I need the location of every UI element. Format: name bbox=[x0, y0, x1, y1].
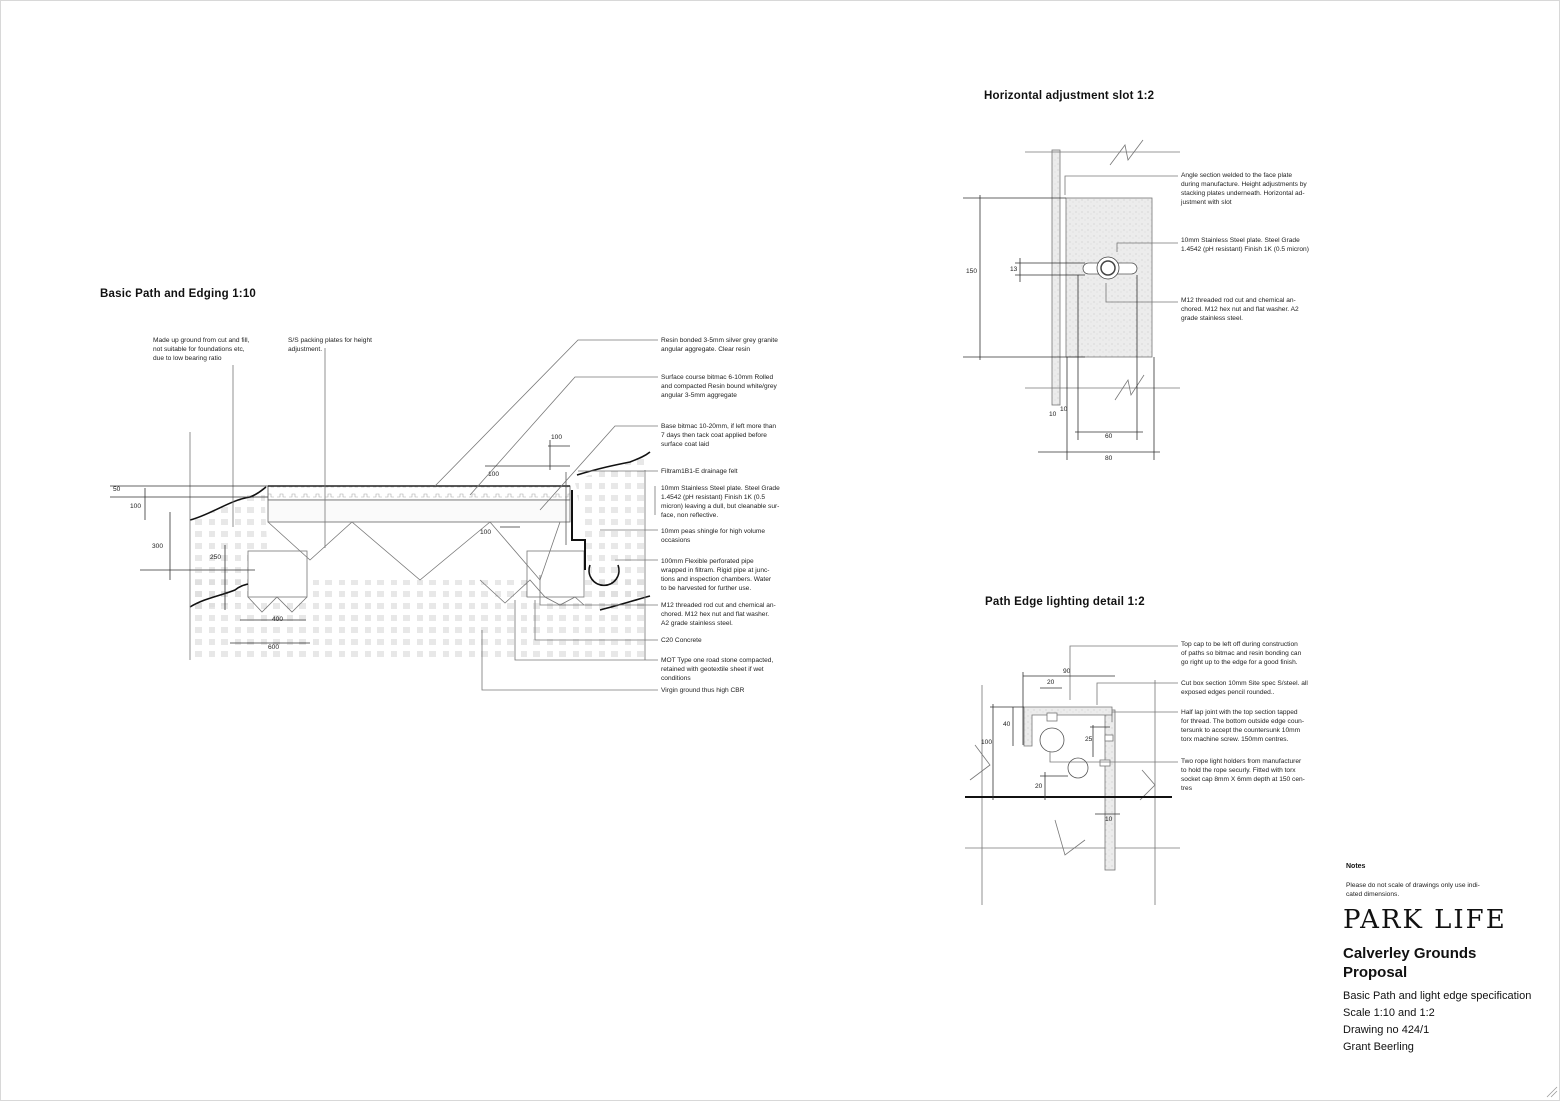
dimension-label: 100 bbox=[480, 529, 492, 536]
dimension-label: 40 bbox=[1003, 721, 1011, 728]
note-c20-concrete: C20 Concrete bbox=[661, 637, 702, 644]
note-angle-section: Angle section welded to the face plate d… bbox=[1181, 172, 1307, 206]
note-steel-plate: 10mm Stainless Steel plate. Steel Grade … bbox=[661, 485, 780, 519]
note-drainage-felt: Filtram1B1-E drainage felt bbox=[661, 468, 738, 475]
dimension-label: 10 bbox=[1060, 406, 1068, 413]
note-packing-plates: S/S packing plates for height adjustment… bbox=[288, 337, 372, 353]
dimension-label: 25 bbox=[1085, 736, 1093, 743]
note-virgin-ground: Virgin ground thus high CBR bbox=[661, 687, 745, 694]
note-surface-course: Surface course bitmac 6-10mm Rolled and … bbox=[661, 374, 777, 399]
dimension-label: 400 bbox=[272, 616, 284, 623]
park-life-logo: PARK LIFE bbox=[1343, 905, 1507, 935]
dimension-label: 20 bbox=[1035, 783, 1043, 790]
lighting-detail-drawing bbox=[965, 645, 1180, 905]
notes-heading: Notes bbox=[1346, 863, 1366, 870]
dimension-label: 300 bbox=[152, 543, 164, 550]
dimension-label: 90 bbox=[1063, 668, 1071, 675]
author-name: Grant Beerling bbox=[1343, 1041, 1414, 1053]
dimension-label: 600 bbox=[268, 644, 280, 651]
dimension-label: 50 bbox=[113, 486, 121, 493]
path-section-title: Basic Path and Edging 1:10 bbox=[100, 288, 257, 300]
dimension-label: 100 bbox=[551, 434, 563, 441]
dimension-label: 10 bbox=[1049, 411, 1057, 418]
slot-detail-drawing bbox=[963, 139, 1180, 460]
dimension-label: 60 bbox=[1105, 433, 1113, 440]
note-top-cap: Top cap to be left off during constructi… bbox=[1181, 641, 1302, 666]
dimension-label: 13 bbox=[1010, 266, 1018, 273]
dimension-label: 150 bbox=[966, 268, 978, 275]
drawing-number: Drawing no 424/1 bbox=[1343, 1024, 1430, 1036]
note-resin-bonded: Resin bonded 3-5mm silver grey granite a… bbox=[661, 337, 778, 353]
dimension-label: 250 bbox=[210, 554, 222, 561]
path-section-drawing bbox=[110, 339, 658, 691]
note-threaded-rod-slot: M12 threaded rod cut and chemical an- ch… bbox=[1181, 297, 1299, 322]
dimension-label: 100 bbox=[981, 739, 993, 746]
lighting-detail-title: Path Edge lighting detail 1:2 bbox=[985, 596, 1145, 608]
notes-text: Please do not scale of drawings only use… bbox=[1346, 882, 1480, 898]
note-pea-shingle: 10mm peas shingle for high volume occasi… bbox=[661, 528, 766, 544]
note-base-bitmac: Base bitmac 10-20mm, if left more than 7… bbox=[661, 423, 777, 448]
note-half-lap-joint: Half lap joint with the top section tapp… bbox=[1181, 709, 1305, 743]
note-threaded-rod: M12 threaded rod cut and chemical an- ch… bbox=[661, 602, 776, 627]
drawing-scale: Scale 1:10 and 1:2 bbox=[1343, 1007, 1435, 1019]
project-title: Calverley Grounds Proposal bbox=[1343, 945, 1477, 981]
dimension-label: 20 bbox=[1047, 679, 1055, 686]
slot-detail-title: Horizontal adjustment slot 1:2 bbox=[984, 90, 1155, 102]
note-box-section: Cut box section 10mm Site spec S/steel. … bbox=[1181, 680, 1308, 696]
note-rope-light-holders: Two rope light holders from manufacturer… bbox=[1181, 758, 1305, 792]
note-perforated-pipe: 100mm Flexible perforated pipe wrapped i… bbox=[661, 558, 772, 592]
dimension-label: 100 bbox=[130, 503, 142, 510]
note-mot-type-one: MOT Type one road stone compacted, retai… bbox=[661, 657, 774, 682]
dimension-label: 80 bbox=[1105, 455, 1113, 462]
resize-grip-icon bbox=[1546, 1086, 1558, 1098]
note-steel-plate-slot: 10mm Stainless Steel plate. Steel Grade … bbox=[1181, 237, 1309, 253]
note-made-up-ground: Made up ground from cut and fill, not su… bbox=[153, 337, 250, 362]
drawing-description: Basic Path and light edge specification bbox=[1343, 990, 1532, 1002]
dimension-label: 10 bbox=[1105, 816, 1113, 823]
dimension-label: 100 bbox=[488, 471, 500, 478]
